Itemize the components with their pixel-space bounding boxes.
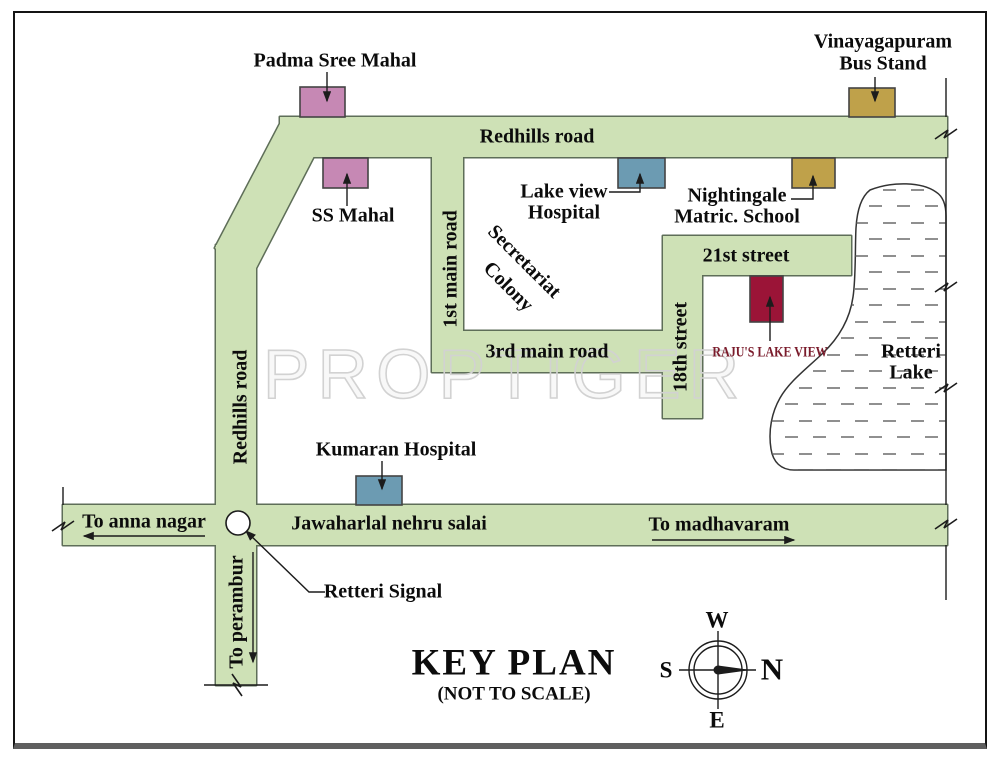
nightingale-leader-arrow xyxy=(791,174,818,200)
label-padma-sree-mahal: Padma Sree Mahal xyxy=(253,49,417,72)
label-retteri: Retteri xyxy=(881,340,941,363)
map-title: KEY PLAN xyxy=(411,642,617,684)
compass-label-w: W xyxy=(705,607,729,633)
compass-rose xyxy=(679,631,756,709)
compass-needle xyxy=(718,665,751,675)
label-to-anna-nagar: To anna nagar xyxy=(82,510,206,533)
label-1st-main-road: 1st main road xyxy=(439,210,462,328)
label-kumaran-hospital: Kumaran Hospital xyxy=(315,438,477,461)
building-ss-mahal xyxy=(322,157,369,189)
building-vinayagapuram-bus-stand xyxy=(848,87,896,118)
label-to-perambur: To perambur xyxy=(225,555,248,669)
label-redhills-road-left: Redhills road xyxy=(229,349,252,465)
watermark: PROPTIGER xyxy=(262,334,748,414)
lake-view-hospital-leader-arrow xyxy=(609,172,645,193)
label-retteri-signal: Retteri Signal xyxy=(323,580,443,603)
label-lake-view-hospital: Hospital xyxy=(527,201,601,224)
label-bus-stand: Bus Stand xyxy=(839,52,927,75)
building-lake-view-hospital xyxy=(617,157,666,189)
map-border-frame xyxy=(13,11,987,749)
compass-label-s: S xyxy=(659,657,673,683)
label-vinayagapuram: Vinayagapuram xyxy=(813,30,953,53)
label-lake-view: Lake view xyxy=(520,180,608,203)
building-kumaran-hospital xyxy=(355,475,403,506)
retteri-signal-leader-arrow xyxy=(244,530,325,593)
label-retteri-lake: Lake xyxy=(889,361,933,384)
label-nightingale-school: Matric. School xyxy=(674,205,800,228)
retteri-signal-circle xyxy=(225,510,251,536)
map-scale-note: (NOT TO SCALE) xyxy=(437,683,591,705)
label-jawaharlal-nehru-salai: Jawaharlal nehru salai xyxy=(291,512,487,535)
label-nightingale: Nightingale xyxy=(687,184,787,207)
label-ss-mahal: SS Mahal xyxy=(311,204,395,227)
label-3rd-main-road: 3rd main road xyxy=(485,340,609,363)
road-continuation-lines xyxy=(62,78,947,686)
compass-label-e: E xyxy=(709,707,725,733)
retteri-lake-shape xyxy=(769,183,947,471)
label-rajus-lake-view: RAJU'S LAKE VIEW xyxy=(712,344,828,361)
marsh-dashes xyxy=(770,183,946,470)
compass-label-n: N xyxy=(760,651,784,687)
building-rajus-lake-view xyxy=(749,275,784,323)
label-to-madhavaram: To madhavaram xyxy=(648,513,790,536)
label-redhills-road-top: Redhills road xyxy=(479,125,595,148)
label-18th-street: 18th street xyxy=(669,301,692,393)
label-21st-street: 21st street xyxy=(702,244,790,267)
building-padma-sree-mahal xyxy=(299,86,346,118)
